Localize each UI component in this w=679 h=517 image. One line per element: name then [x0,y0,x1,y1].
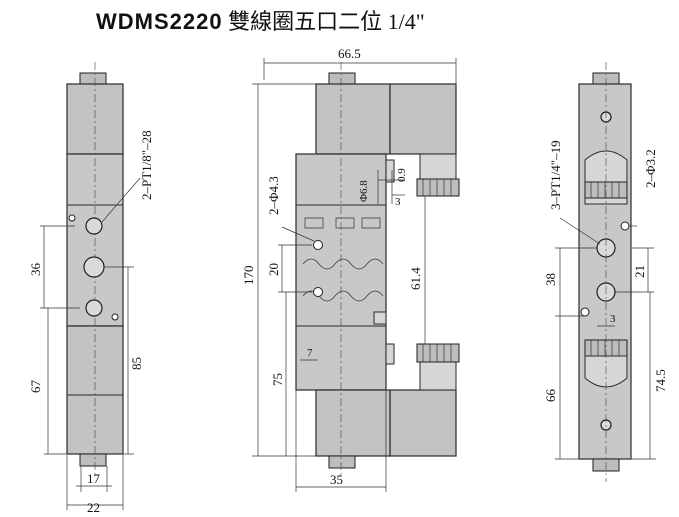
front-tab-upper [385,159,395,183]
side-dim-22: 22 [87,500,100,515]
offset-7-label: 7 [307,347,313,359]
front-lower-plug [419,361,457,391]
side-top-nut [79,72,107,85]
back-hole-label: 2–Φ3.2 [643,149,658,188]
side-dim-36: 36 [28,263,43,277]
model-number: WDMS2220 [96,9,223,34]
front-dim-20: 20 [266,263,281,276]
front-dim-75: 75 [270,373,285,386]
diagram-title: WDMS2220 雙線圈五口二位 1/4" [96,4,425,36]
back-dim-21: 21 [632,265,647,278]
side-bottom-nut [79,453,107,467]
offset-3-label: 3 [395,196,401,208]
front-view: 66.5 170 2–Φ4.3 20 75 Φ6.8 0.9 3 61.4 7 … [241,46,460,492]
front-mount-hole-lower [313,287,323,297]
back-small-hole-upper [620,221,630,231]
side-view: 2–PT1/8"–28 36 67 85 17 22 [28,62,154,515]
valve-description: 雙線圈五口二位 [228,9,383,34]
main-ports-label: 3–PT1/4"–19 [548,140,563,210]
back-valve-body [578,83,632,460]
back-dim-3: 3 [610,313,616,325]
front-upper-plug [419,153,457,180]
offset-0-9-label: 0.9 [396,168,408,182]
front-upper-gland [416,178,460,197]
pilot-ports-label: 2–PT1/8"–28 [139,130,154,200]
back-dim-74-5: 74.5 [653,369,668,392]
side-dim-85: 85 [129,357,144,370]
front-top-nut [328,72,356,85]
side-pilot-port-upper [85,217,103,235]
front-upper-connector [389,83,457,155]
front-lower-gland [416,343,460,363]
front-dim-170: 170 [241,266,256,286]
front-dim-35: 35 [330,472,343,487]
back-view: 3–PT1/4"–19 2–Φ3.2 38 21 3 66 74.5 [543,62,668,482]
side-small-hole [68,214,76,222]
front-dim-61-4: 61.4 [408,267,423,290]
front-upper-coil [315,83,391,155]
front-small-block [373,311,387,325]
port-size: 1/4" [387,9,425,34]
front-dim-66-5: 66.5 [338,46,361,61]
mount-hole-label: 2–Φ4.3 [266,176,281,215]
front-tab-lower [385,343,395,365]
back-small-hole-lower [580,307,590,317]
side-dim-17: 17 [87,471,101,486]
front-bottom-nut [328,455,356,469]
front-lower-coil [315,389,391,457]
side-dim-67: 67 [28,380,43,394]
front-lower-connector [389,389,457,457]
front-mount-hole-upper [313,240,323,250]
back-dim-38: 38 [543,273,558,286]
side-small-hole-lower [111,313,119,321]
back-dim-66: 66 [543,389,558,403]
side-pilot-port-lower [85,299,103,317]
screw-dia-label: Φ6.8 [358,180,370,202]
side-main-port [83,256,105,278]
